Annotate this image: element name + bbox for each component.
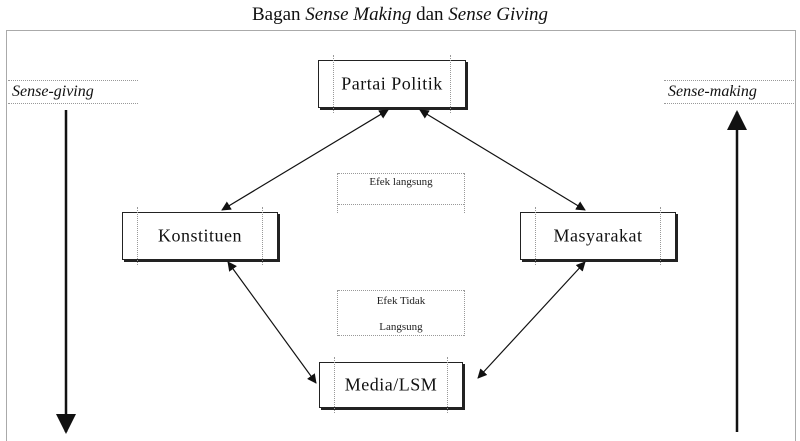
indirect-effect-text-2: Langsung <box>379 321 423 333</box>
sense-making-text: Sense-making <box>668 83 757 100</box>
node-media-lsm: Media/LSM <box>319 357 463 413</box>
sense-giving-text: Sense-giving <box>12 83 94 100</box>
node-masyarakat: Masyarakat <box>520 207 676 265</box>
diagram-title: Bagan Sense Making dan Sense Giving <box>0 4 800 26</box>
sense-making-label: Sense-making <box>664 80 794 104</box>
arrow-konstituen-media <box>227 261 317 384</box>
media-lsm-label: Media/LSM <box>344 374 438 395</box>
title-term-sense-giving: Sense Giving <box>448 4 549 25</box>
indirect-effect-label: Efek Tidak Langsung <box>337 290 465 336</box>
node-partai-politik: Partai Politik <box>318 55 466 113</box>
sense-giving-label: Sense-giving <box>8 80 138 104</box>
arrow-partai-konstituen <box>221 109 389 211</box>
node-konstituen: Konstituen <box>122 207 278 265</box>
masyarakat-label: Masyarakat <box>553 225 643 246</box>
title-middle: dan <box>411 4 449 25</box>
partai-politik-label: Partai Politik <box>341 73 443 94</box>
title-term-sense-making: Sense Making <box>305 4 412 25</box>
title-prefix: Bagan <box>251 4 306 25</box>
konstituen-label: Konstituen <box>158 225 242 246</box>
diagram-frame <box>6 30 796 441</box>
arrow-partai-masyarakat <box>419 109 586 211</box>
arrow-masyarakat-media <box>477 261 586 379</box>
indirect-effect-text-1: Efek Tidak <box>338 290 464 307</box>
